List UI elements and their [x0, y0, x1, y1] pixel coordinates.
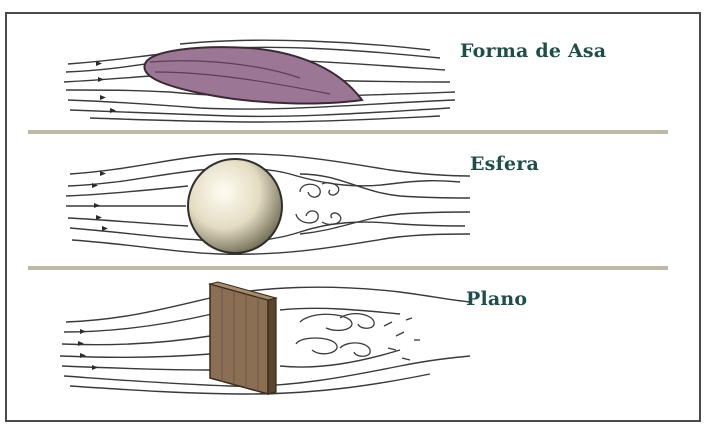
- plane-flow-panel: [0, 270, 707, 400]
- airfoil-shape: [144, 47, 362, 103]
- sphere-wake-vortices: [296, 183, 341, 225]
- wing-shape-label: Forma de Asa: [460, 40, 606, 62]
- sphere-flow-panel: [0, 134, 707, 268]
- sphere-shape: [188, 159, 282, 253]
- wing-flow-panel: [0, 0, 707, 135]
- sphere-arrowheads: [92, 171, 108, 231]
- plane-label: Plano: [466, 288, 527, 310]
- flat-plate-shape: [210, 282, 276, 394]
- plane-arrowheads: [78, 329, 98, 370]
- sphere-label: Esfera: [470, 153, 539, 175]
- plane-wake-vortices: [296, 314, 420, 360]
